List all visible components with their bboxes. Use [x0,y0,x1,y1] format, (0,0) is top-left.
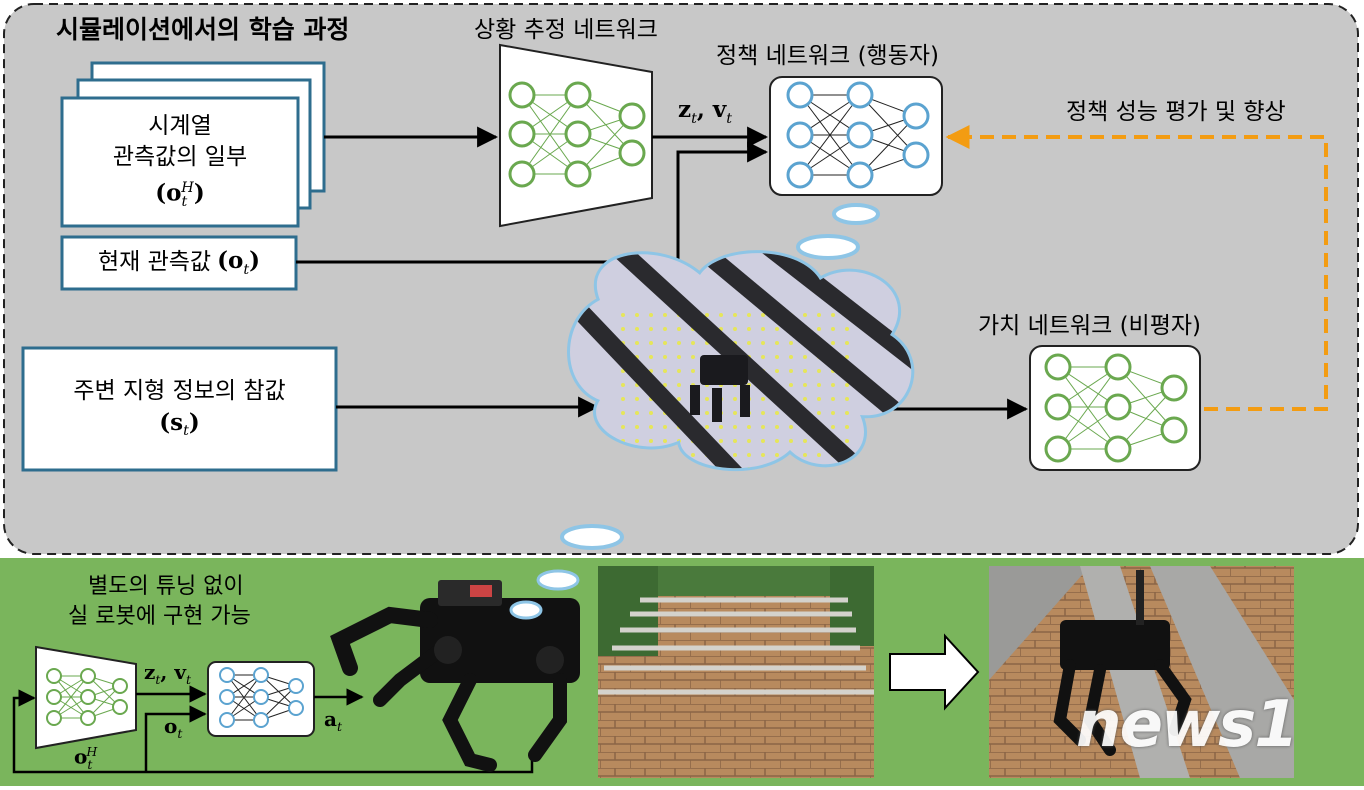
real-estimator-nodes [46,668,128,726]
network-edge [1057,366,1119,450]
real-policy-nodes [219,667,304,728]
network-node [846,161,874,189]
history-box-text: 시계열 관측값의 일부 (otH) [62,100,298,224]
simulation-title: 시뮬레이션에서의 학습 과정 [56,15,350,44]
network-node [253,712,269,728]
robot-stairs-photo [989,566,1294,778]
stairs-photo [598,566,874,778]
network-edge [521,94,579,175]
robot-thought-bubble-medium [536,569,580,591]
network-node [219,712,235,728]
network-edge [260,685,297,721]
network-node [1104,393,1132,421]
network-node [564,120,592,148]
network-node [564,160,592,188]
real-history-label: otH [74,744,98,772]
real-action-label: at [324,707,342,734]
network-node [846,81,874,109]
real-latent-velocity-label: zt, vt [144,660,191,687]
terrain-box [21,346,338,472]
network-node [112,699,128,715]
network-node [1044,393,1072,421]
network-edge [226,674,262,721]
network-edge [53,675,89,719]
network-node [508,120,536,148]
network-edge [1117,387,1175,450]
watermark-logo: news1 [1076,688,1299,762]
history-line-2: 관측값의 일부 [112,143,248,170]
sim-robot [690,355,750,422]
history-symbol: (otH) [155,179,205,211]
history-box [60,96,300,228]
network-node [1104,353,1132,381]
estimator-title: 상황 추정 네트워크 [474,17,658,43]
terrain-symbol: (st) [159,408,200,440]
estimator-network-nodes [508,81,646,188]
network-node [288,700,304,716]
terrain-box-text: 주변 지형 정보의 참값 (st) [23,350,336,468]
real-title-line-1: 별도의 튜닝 없이 [88,574,244,599]
network-node [219,667,235,683]
network-node [786,81,814,109]
network-node [1044,435,1072,463]
real-obs-to-policy-arrow [144,705,207,772]
network-node [508,81,536,109]
terrain-label: 주변 지형 정보의 참값 [73,377,286,404]
network-node [1160,416,1188,444]
history-line-1: 시계열 [148,112,212,139]
current-observation-label: 현재 관측값 [97,249,212,276]
policy-improvement-label: 정책 성능 평가 및 향상 [1066,99,1286,125]
real-observation-label: ot [164,714,183,741]
network-edge [799,94,861,176]
policy-network-title: 정책 네트워크 (행동자) [716,43,940,69]
network-node [80,710,96,726]
real-robot-image [330,580,580,772]
network-node [219,689,235,705]
network-node [253,689,269,705]
network-edge [859,115,917,176]
network-node [902,102,930,130]
network-node [112,678,128,694]
network-node [1044,353,1072,381]
current-obs-to-policy-arrow [296,141,769,264]
robot-thought-bubble-small [509,600,543,620]
value-network-title: 가치 네트워크 (비평자) [978,313,1202,339]
network-node [1160,374,1188,402]
value-network-nodes [1044,353,1188,463]
transition-arrow [889,633,980,711]
network-node [1104,435,1132,463]
network-node [618,139,646,167]
network-node [786,121,814,149]
network-node [46,710,62,726]
network-node [80,689,96,705]
network-node [618,102,646,130]
policy-improvement-feedback-arrow [945,125,1328,411]
network-node [46,668,62,684]
network-node [288,678,304,694]
thought-bubble-medium [796,234,860,260]
thought-bubble-small [832,203,880,225]
network-node [508,160,536,188]
network-edge [1117,366,1175,431]
real-title-line-2: 실 로봇에 구현 가능 [68,604,251,629]
thought-bubble-bottom [560,524,624,550]
network-node [80,668,96,684]
network-node [786,161,814,189]
network-node [46,689,62,705]
real-feedback-loop-arrow [12,689,534,774]
policy-network-nodes [786,81,930,189]
network-node [846,121,874,149]
latent-velocity-label: zt, vt [678,96,733,127]
network-node [564,81,592,109]
current-observation-symbol: (ot) [217,247,261,278]
network-node [253,667,269,683]
simulation-terrain-image [570,253,912,469]
current-observation-text: 현재 관측값 (ot) [62,239,296,287]
network-node [902,141,930,169]
